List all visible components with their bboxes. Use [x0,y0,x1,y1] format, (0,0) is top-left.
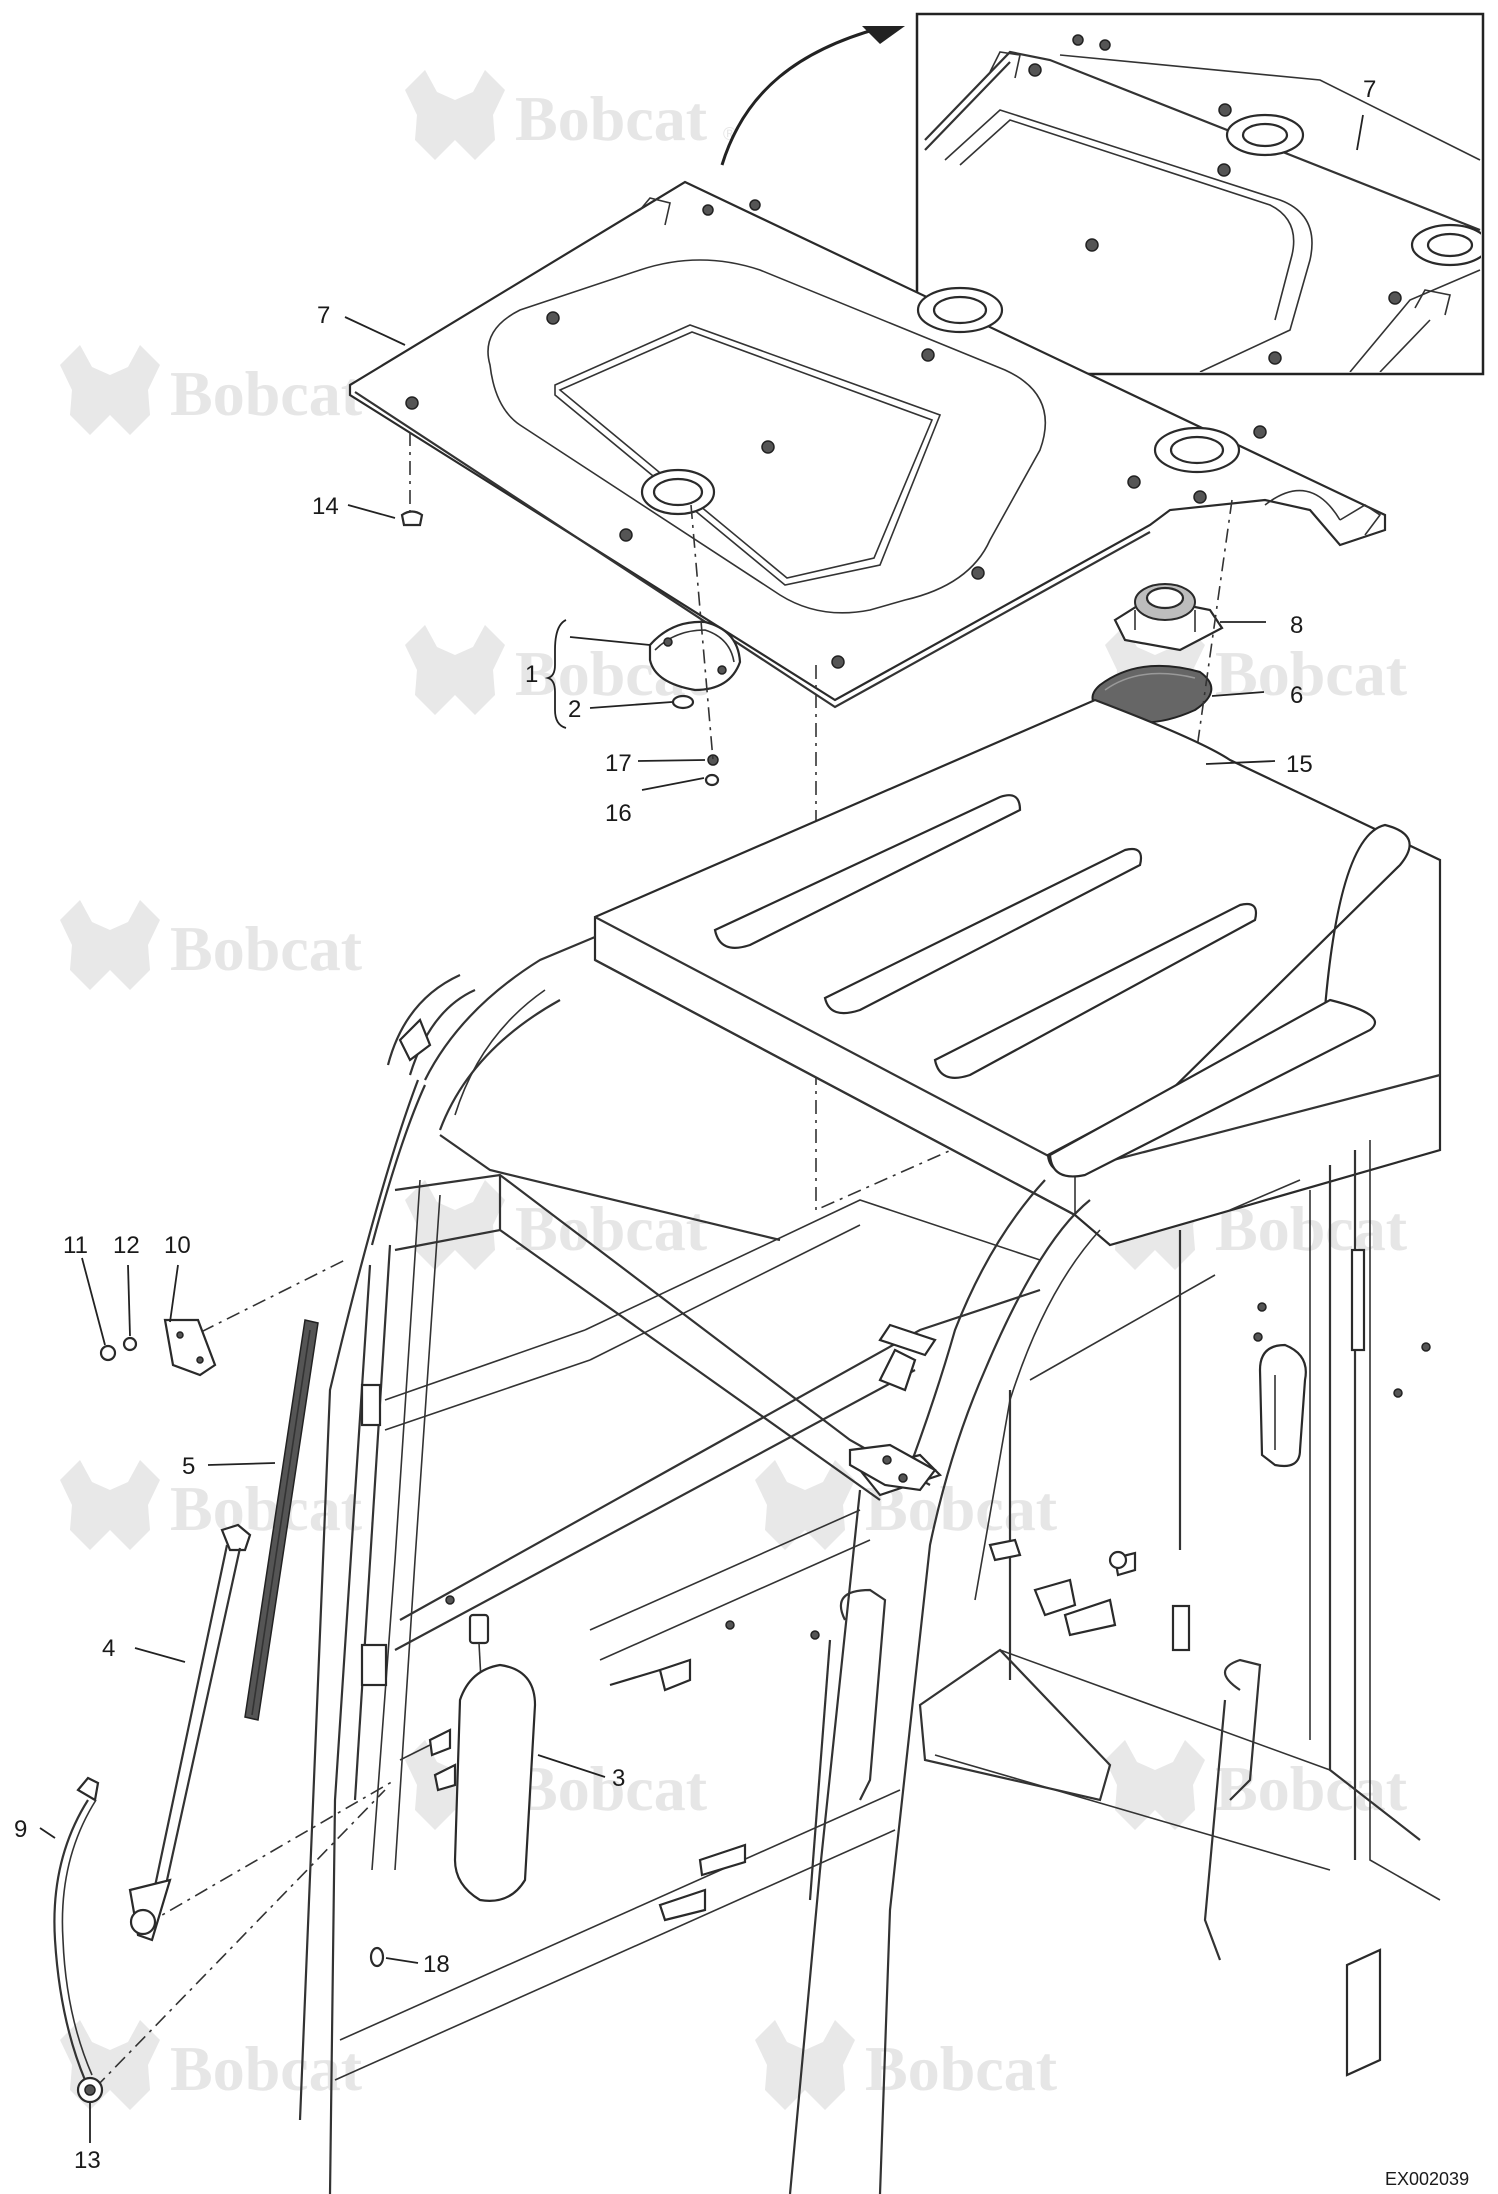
callout-10: 10 [164,1232,191,1259]
callout-2: 2 [568,696,581,723]
nut-16 [704,773,720,787]
wiper-arm-4 [128,1523,252,1942]
callout-17: 17 [605,750,632,777]
watermark-text: Bobcat [1215,638,1408,709]
screw-14 [400,510,424,527]
screw-17 [707,754,719,766]
callout-labels: 7 7 14 1 2 17 16 8 6 15 11 12 10 5 4 3 9… [14,76,1376,2174]
watermark-text: Bobcat [1215,1753,1408,1824]
callout-18: 18 [423,1951,450,1978]
hose-9 [53,1776,100,2081]
wiper-blade-5 [244,1319,319,1721]
watermark-text: Bobcat [515,1193,708,1264]
mirror-3 [399,1613,537,1902]
callout-1: 1 [525,661,538,688]
watermark-text: Bobcat [515,83,708,154]
grommet-18 [369,1946,385,1968]
headliner-panel [348,180,1387,709]
dome-light-1 [648,620,742,692]
bobcat-watermark: Bobcat [1105,1740,1408,1830]
bobcat-watermark: Bobcat [405,1180,708,1270]
cab-roof [593,698,1442,1247]
callout-5: 5 [182,1453,195,1480]
drawing-code: EX002039 [1385,2169,1469,2189]
callout-4: 4 [102,1635,115,1662]
detail-inset [720,12,1485,376]
watermark-text: Bobcat [170,1473,363,1544]
speaker-8 [1113,583,1224,652]
cover-plate-10 [163,1318,217,1377]
bobcat-watermark: Bobcat [60,900,363,990]
bobcat-watermark: Bobcat [60,345,363,435]
callout-14: 14 [312,493,339,520]
watermark-text: Bobcat [515,1753,708,1824]
watermark-text: Bobcat [170,2033,363,2104]
callout-9: 9 [14,1816,27,1843]
leader-lines [39,114,1364,2143]
callout-7-inset: 7 [1363,76,1376,103]
washer-12 [122,1336,138,1352]
watermark-text: Bobcat [170,358,363,429]
watermark-text: Bobcat [865,2033,1058,2104]
bobcat-watermark: Bobcat [60,1460,363,1550]
callout-12: 12 [113,1232,140,1259]
callout-8: 8 [1290,612,1303,639]
watermark-text: Bobcat [170,913,363,984]
callout-16: 16 [605,800,632,827]
nut-13 [76,2076,104,2104]
bulb-2 [671,694,695,710]
bobcat-watermark: Bobcat [60,2020,363,2110]
cab-frame [298,935,1441,2194]
callout-13: 13 [74,2147,101,2174]
callout-15: 15 [1286,751,1313,778]
callout-3: 3 [612,1765,625,1792]
callout-11: 11 [63,1232,88,1259]
bobcat-watermark: Bobcat [755,1460,1058,1550]
bobcat-watermark: Bobcat [755,2020,1058,2110]
bobcat-watermark: Bobcat ® [405,70,736,160]
callout-7: 7 [317,302,330,329]
nut-11 [99,1344,117,1362]
callout-6: 6 [1290,682,1303,709]
